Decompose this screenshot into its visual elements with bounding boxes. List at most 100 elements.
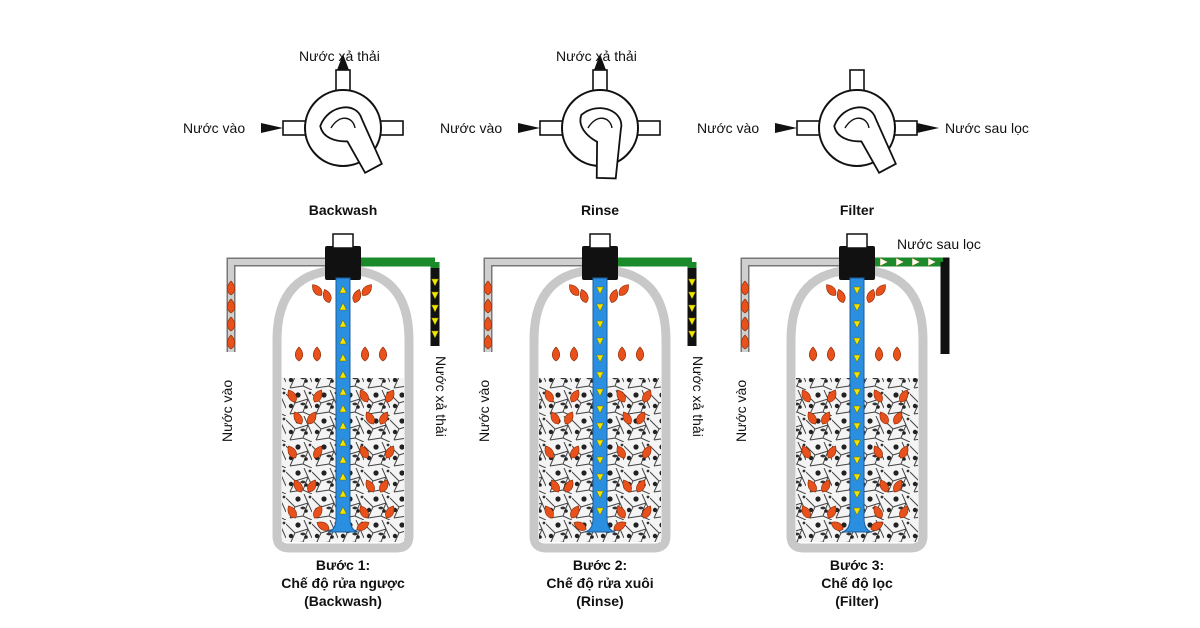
flow-droplet — [365, 411, 375, 425]
flow-droplet — [316, 521, 330, 531]
flow-droplet — [807, 411, 817, 425]
step-mode-name: Chế độ rửa xuôi — [546, 575, 654, 591]
flow-droplet — [359, 389, 369, 403]
flow-arrow — [596, 439, 604, 448]
flow-arrow — [596, 473, 604, 482]
flow-droplet — [821, 479, 831, 493]
flow-arrow — [339, 353, 347, 362]
flow-arrow — [339, 285, 347, 294]
flow-arrow — [596, 303, 604, 312]
control-head-cap — [589, 233, 611, 249]
flow-droplet — [385, 445, 395, 459]
flow-droplet — [544, 505, 554, 519]
flow-droplet — [550, 411, 560, 425]
valve-rotor — [319, 106, 383, 175]
flow-droplet — [544, 445, 554, 459]
flow-droplet — [636, 411, 646, 425]
valve-rotor-slot — [587, 117, 613, 129]
flow-droplet — [550, 479, 560, 493]
flow-droplet — [866, 289, 876, 303]
flow-droplet — [226, 316, 236, 332]
flow-droplet — [642, 505, 652, 519]
flow-arrow — [339, 404, 347, 413]
step-mode-name: Chế độ lọc — [821, 575, 893, 591]
flow-arrow — [853, 439, 861, 448]
control-head — [839, 246, 875, 280]
flow-arrow — [339, 302, 347, 311]
flow-arrow — [853, 354, 861, 363]
flow-droplet — [875, 284, 886, 296]
flow-droplet — [226, 334, 236, 350]
inlet-vertical-label: Nước vào — [476, 379, 492, 442]
flow-arrow — [339, 455, 347, 464]
flow-droplet — [307, 479, 317, 493]
flow-arrow — [339, 319, 347, 328]
flow-arrow — [853, 371, 861, 380]
valve-inlet-arrow — [261, 123, 283, 133]
flow-arrow — [596, 354, 604, 363]
valve-left-label: Nước vào — [183, 120, 246, 136]
flow-arrow — [853, 456, 861, 465]
flow-droplet — [874, 346, 884, 362]
control-head-cap — [846, 233, 868, 249]
flow-droplet — [544, 389, 554, 403]
flow-droplet — [385, 505, 395, 519]
riser-tube — [584, 277, 616, 533]
flow-droplet — [379, 479, 389, 493]
flow-arrow — [596, 405, 604, 414]
flow-droplet — [359, 505, 369, 519]
flow-droplet — [287, 505, 297, 519]
flow-droplet — [893, 411, 903, 425]
flow-droplet — [801, 445, 811, 459]
valve-schematic — [261, 54, 404, 175]
flow-droplet — [622, 479, 632, 493]
valve-schematic — [775, 69, 939, 175]
flow-droplet — [830, 521, 844, 531]
valve-schematic — [518, 54, 661, 180]
flow-arrow — [853, 473, 861, 482]
flow-arrow — [688, 304, 696, 313]
flow-droplet — [360, 346, 370, 362]
flow-droplet — [483, 298, 493, 314]
flow-droplet — [313, 505, 323, 519]
flow-droplet — [287, 445, 297, 459]
flow-droplet — [873, 389, 883, 403]
flow-arrow — [853, 422, 861, 431]
flow-arrow — [339, 489, 347, 498]
flow-droplet — [740, 280, 750, 296]
flow-droplet — [893, 479, 903, 493]
flow-droplet — [573, 521, 587, 531]
flow-droplet — [313, 445, 323, 459]
flow-droplet — [899, 389, 909, 403]
flow-arrow — [431, 304, 439, 313]
valve-top-label: Nước xả thải — [556, 48, 637, 64]
flow-arrow — [853, 286, 861, 295]
flow-arrow — [927, 257, 937, 267]
flow-droplet — [293, 479, 303, 493]
flow-droplet — [879, 411, 889, 425]
flow-droplet — [801, 505, 811, 519]
flow-droplet — [378, 346, 388, 362]
flow-droplet — [801, 389, 811, 403]
valve-output-arrow — [917, 123, 939, 133]
flow-droplet — [483, 334, 493, 350]
flow-arrow — [431, 291, 439, 300]
valve-waste-arrow — [594, 54, 606, 70]
flow-droplet — [899, 505, 909, 519]
step-title: Bước 1: — [315, 557, 371, 573]
flow-droplet — [616, 389, 626, 403]
flow-droplet — [294, 346, 304, 362]
step-title: Bước 2: — [572, 557, 628, 573]
valve-rotor-slot — [330, 117, 356, 129]
flow-droplet — [873, 445, 883, 459]
flow-droplet — [808, 346, 818, 362]
flow-droplet — [483, 280, 493, 296]
flow-droplet — [379, 411, 389, 425]
flow-arrow — [853, 507, 861, 516]
flow-droplet — [642, 389, 652, 403]
mode-title: Backwash — [308, 202, 378, 218]
flow-droplet — [564, 479, 574, 493]
flow-droplet — [570, 505, 580, 519]
flow-droplet — [226, 298, 236, 314]
flow-droplet — [226, 280, 236, 296]
